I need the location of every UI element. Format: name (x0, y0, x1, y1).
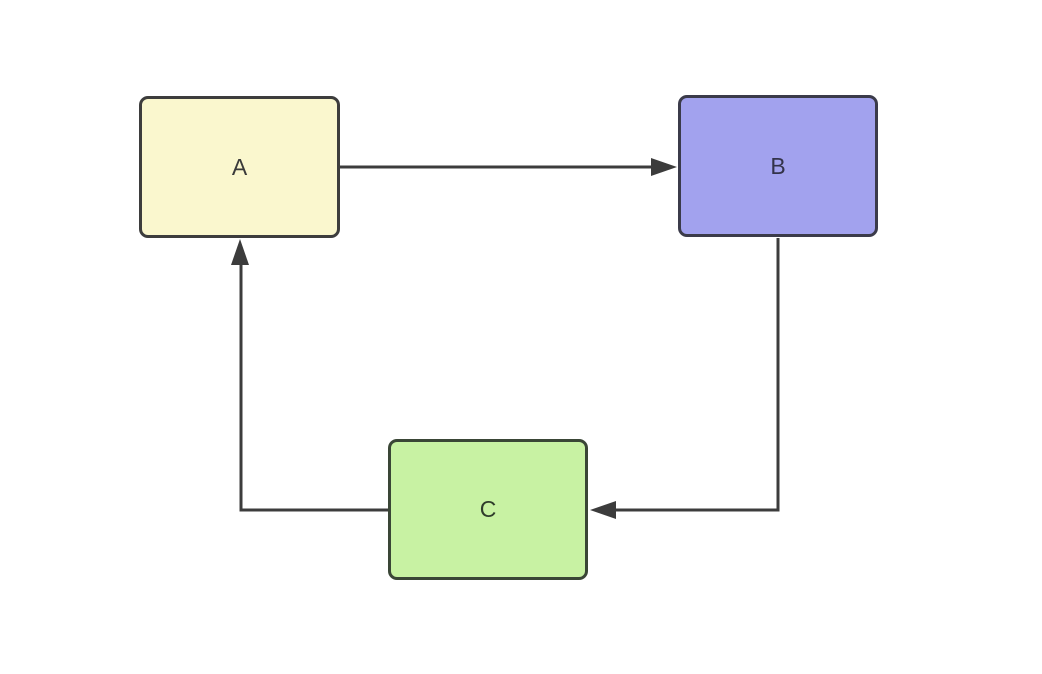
edge-c-to-a-line[interactable] (239, 262, 388, 512)
node-c-label: C (479, 496, 497, 522)
edge-c-to-a[interactable] (231, 239, 388, 512)
node-a-label: A (231, 153, 248, 180)
node-b[interactable]: B (678, 95, 878, 237)
arrowhead-right-icon (651, 158, 677, 176)
node-a[interactable]: A (139, 96, 340, 238)
node-c[interactable]: C (388, 439, 588, 580)
edge-b-to-c[interactable] (590, 238, 780, 519)
node-b-label: B (770, 152, 786, 179)
arrowhead-left-icon (590, 501, 616, 519)
arrowhead-up-icon (231, 239, 249, 265)
edge-a-to-b[interactable] (340, 158, 677, 176)
edge-b-to-c-line[interactable] (614, 238, 780, 512)
